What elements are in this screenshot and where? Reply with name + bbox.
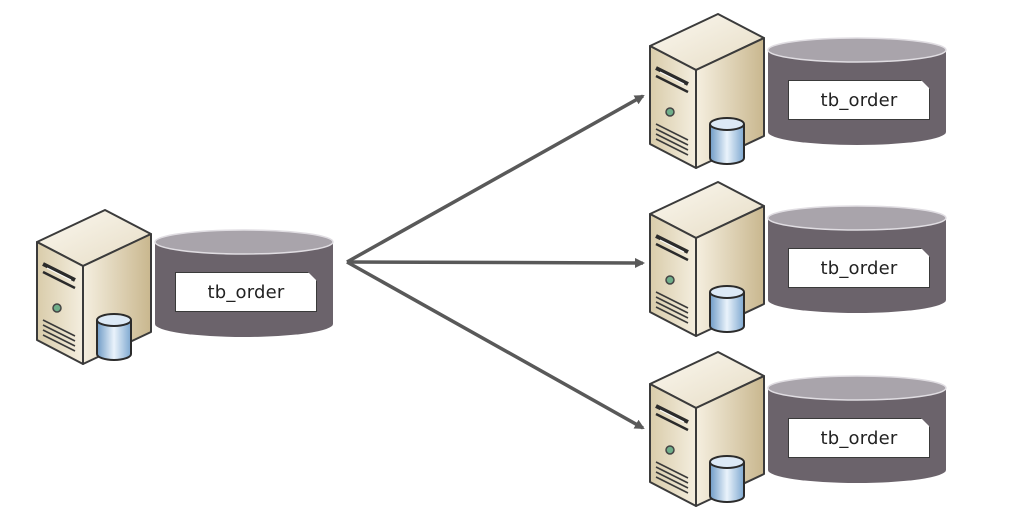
table-name-label: tb_order [788, 418, 930, 458]
mini-database-icon [709, 117, 745, 165]
server-icon [36, 209, 152, 365]
server-icon [649, 13, 765, 169]
mini-database-icon [709, 455, 745, 503]
edge-arrow-to-target-1 [346, 94, 645, 264]
table-name-label: tb_order [175, 272, 317, 312]
edge-arrow-to-target-2 [346, 257, 645, 268]
table-storage: tb_order [153, 228, 335, 338]
mini-database-icon [709, 285, 745, 333]
server-icon [649, 351, 765, 507]
table-storage: tb_order [766, 204, 948, 314]
table-storage: tb_order [766, 36, 948, 146]
server-icon [649, 181, 765, 337]
edge-arrow-to-target-3 [346, 260, 645, 430]
table-storage: tb_order [766, 374, 948, 484]
table-name-label: tb_order [788, 248, 930, 288]
mini-database-icon [96, 313, 132, 361]
table-name-label: tb_order [788, 80, 930, 120]
